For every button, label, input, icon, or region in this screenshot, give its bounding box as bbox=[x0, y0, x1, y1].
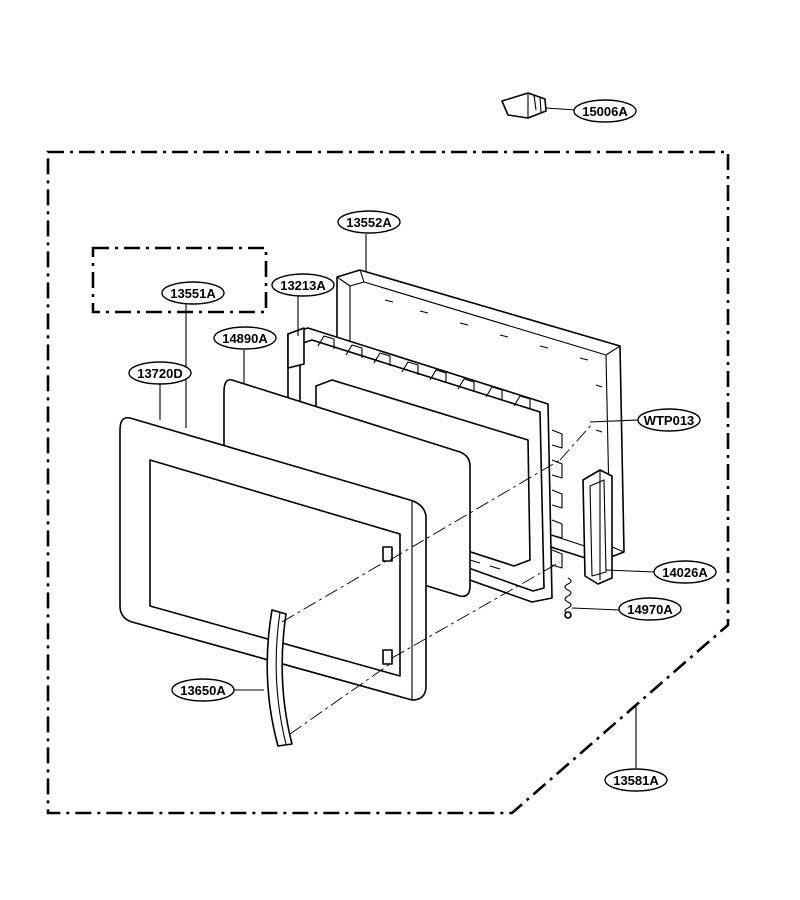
callout-label: 13650A bbox=[180, 683, 226, 698]
callout-label: 14890A bbox=[222, 331, 268, 346]
part-13650A-handle bbox=[266, 609, 293, 747]
callout-13581A: 13581A bbox=[604, 768, 668, 792]
callout-14026A: 14026A bbox=[653, 560, 717, 584]
part-14970A-spring bbox=[564, 577, 572, 619]
callout-13650A: 13650A bbox=[171, 678, 235, 702]
callout-13213A: 13213A bbox=[271, 273, 335, 297]
callout-label: 13213A bbox=[280, 278, 326, 293]
callout-13551A: 13551A bbox=[161, 281, 225, 305]
assembly-phantom-lines bbox=[281, 423, 593, 735]
callout-15006A: 15006A bbox=[573, 99, 637, 123]
callout-14970A: 14970A bbox=[618, 597, 682, 621]
assembly-boundary bbox=[46, 150, 730, 815]
part-13720D-door-front bbox=[119, 416, 427, 701]
callout-14890A: 14890A bbox=[213, 326, 277, 350]
part-15006A-bracket bbox=[501, 92, 547, 119]
callout-13552A: 13552A bbox=[337, 210, 401, 234]
callout-label: WTP013 bbox=[644, 413, 695, 428]
callout-label: 13552A bbox=[346, 215, 392, 230]
film-dashed-box bbox=[91, 246, 268, 314]
leader-lines bbox=[159, 107, 655, 768]
callout-13720D: 13720D bbox=[128, 361, 192, 385]
part-14026A-latch bbox=[582, 469, 613, 585]
callout-WTP013: WTP013 bbox=[637, 408, 701, 432]
callout-label: 14026A bbox=[662, 565, 708, 580]
callout-label: 15006A bbox=[582, 104, 628, 119]
callout-label: 13720D bbox=[137, 366, 183, 381]
callout-label: 13551A bbox=[170, 286, 216, 301]
callout-label: 14970A bbox=[627, 602, 673, 617]
callout-label: 13581A bbox=[613, 773, 659, 788]
